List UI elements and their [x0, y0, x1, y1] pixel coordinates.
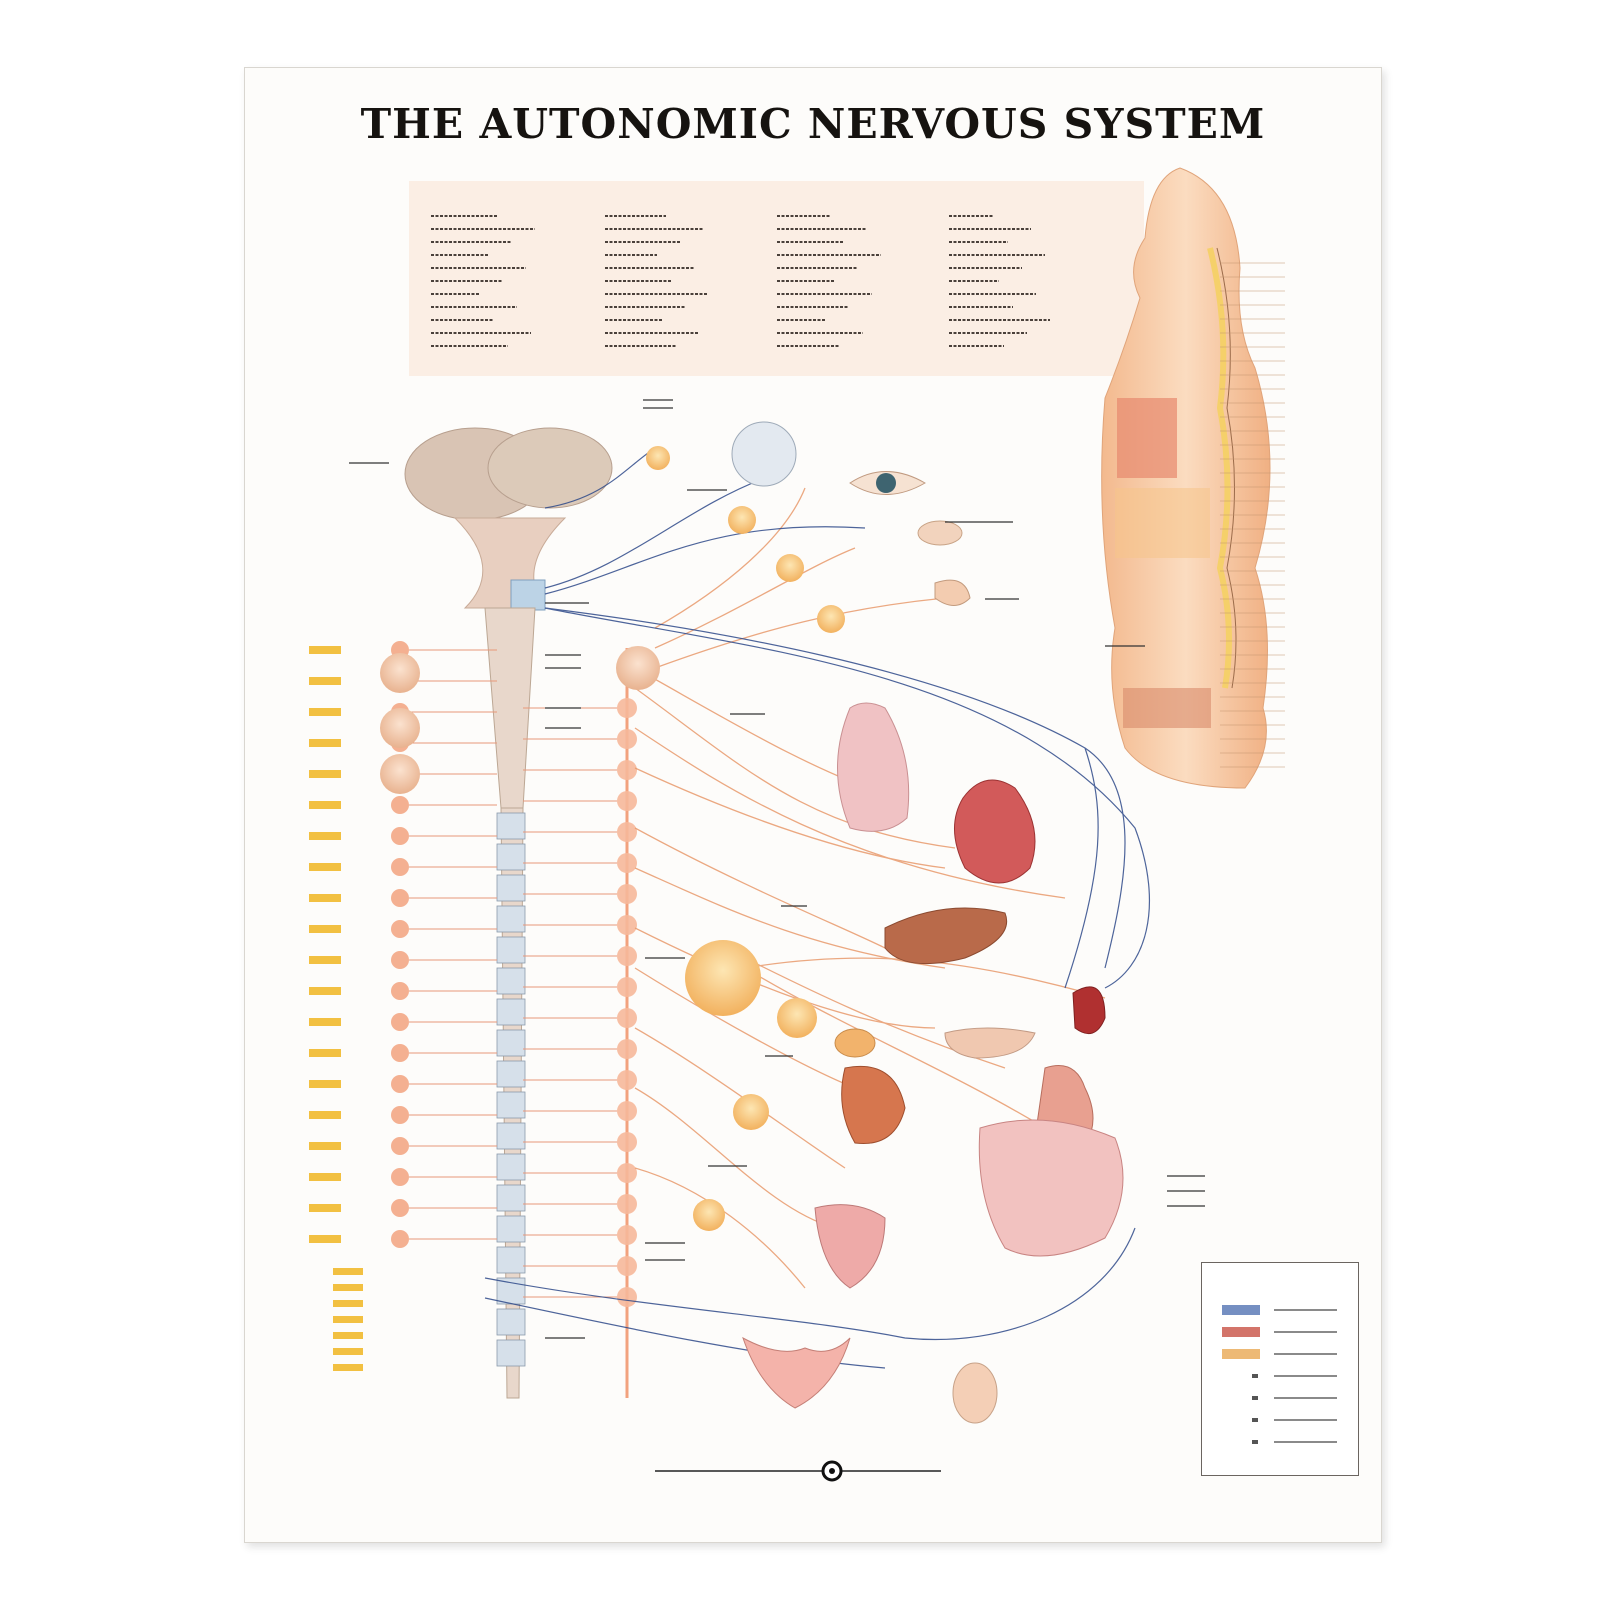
ganglion-cluster [616, 446, 845, 1231]
scale-bar-icon [655, 1460, 941, 1482]
brain-icon [404, 427, 613, 809]
poster-title: THE AUTONOMIC NERVOUS SYSTEM [360, 100, 1266, 148]
lung-icon [837, 702, 910, 832]
intestine-icon [978, 1119, 1124, 1257]
sympathetic-chain-left [309, 641, 497, 1371]
legend-swatches [1222, 1305, 1337, 1444]
genitalia-icon [952, 1362, 998, 1424]
lacrimal-gland-icon [917, 520, 963, 546]
spinal-cord [496, 807, 526, 1399]
salivary-gland-icon [934, 579, 971, 606]
body-figure-icon [1101, 167, 1285, 789]
key-panel [409, 181, 1144, 376]
key-panel-text-lines [431, 215, 1050, 347]
uterus-icon [742, 1336, 851, 1409]
legend-box [1201, 1262, 1359, 1476]
liver-icon [884, 907, 1007, 965]
kidney-icon [841, 1065, 906, 1145]
adrenal-icon [834, 1028, 876, 1058]
pancreas-icon [944, 1027, 1036, 1059]
spleen-icon [1072, 986, 1106, 1035]
eyeball-icon [731, 421, 797, 487]
heart-icon [954, 779, 1036, 884]
diagram-art [309, 167, 1285, 1482]
eye-icon [849, 471, 927, 495]
label-lines [349, 399, 1205, 1339]
poster: THE AUTONOMIC NERVOUS SYSTEM [244, 67, 1382, 1543]
bladder-icon [814, 1204, 886, 1289]
sympathetic-chain-right [523, 648, 637, 1398]
